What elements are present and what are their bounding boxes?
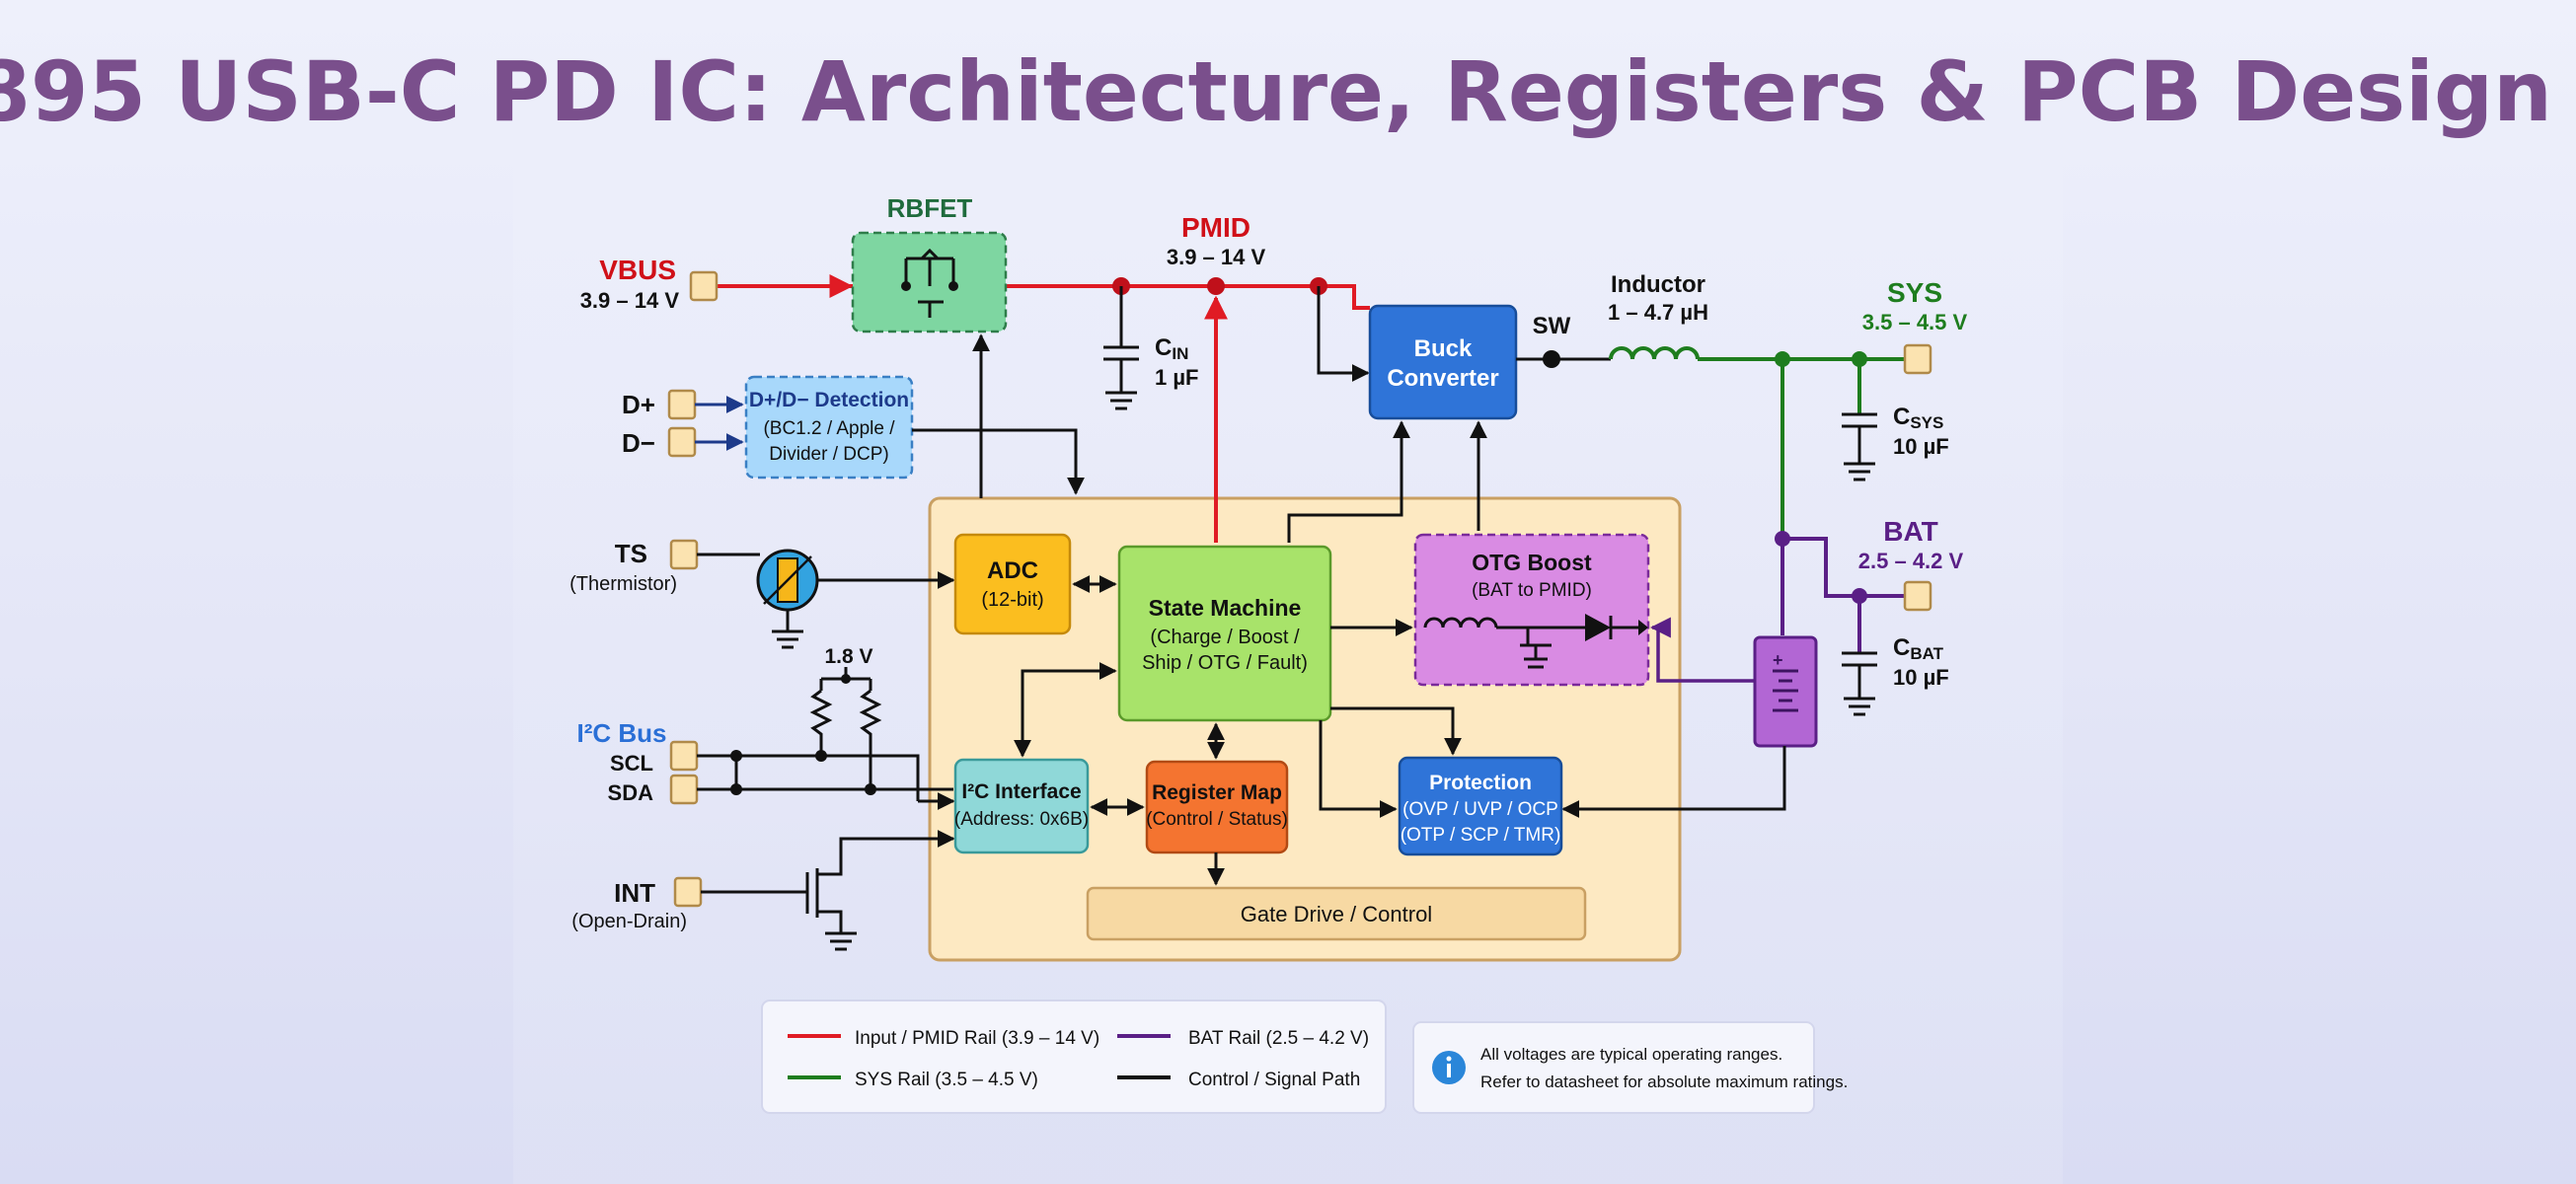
sys-pin[interactable] [1903,343,1932,375]
pmid-label: PMID [1181,212,1250,243]
pullup-voltage: 1.8 V [824,645,872,668]
detection-title: D+/D− Detection [749,389,909,411]
otg-sub: (BAT to PMID) [1472,580,1592,601]
bat-to-protection-wire [1561,746,1786,818]
dp-pin[interactable] [667,389,697,420]
detection-block [744,375,914,480]
cin-capacitor-icon [1103,286,1139,410]
sda-pin[interactable] [669,774,699,805]
cbat-value: 10 µF [1893,665,1949,690]
protection-line2: (OTP / SCP / TMR) [1401,825,1561,846]
ts-sub: (Thermistor) [569,573,677,595]
sys-range: 3.5 – 4.5 V [1862,310,1968,334]
state-line1: (Charge / Boost / [1150,627,1300,648]
battery-plus: + [1773,650,1783,670]
otg-boost-block [1413,533,1650,687]
inductor-value: 1 – 4.7 µH [1608,300,1708,325]
sw-node [1543,350,1560,368]
bat-to-otg-wire [1649,617,1755,683]
i2c-bus-label: I²C Bus [577,718,667,748]
csys-value: 10 µF [1893,434,1949,459]
gate-drive-title: Gate Drive / Control [1241,902,1432,926]
ts-label: TS [615,539,647,568]
gate-drive-block [1086,886,1587,941]
pmid-to-buck-wire [1317,286,1370,382]
sw-label: SW [1533,313,1571,339]
inductor-label: Inductor [1611,271,1705,298]
buck-subtitle: Converter [1387,365,1498,392]
adc-sub: (12-bit) [981,589,1043,611]
int-pin[interactable] [673,876,703,908]
otg-title: OTG Boost [1472,550,1592,575]
state-to-protection-wire [1330,706,1462,756]
protection-block [1398,756,1563,856]
ts-ground-icon [772,629,803,649]
i2c-interface-block [953,758,1090,854]
pmid-range: 3.9 – 14 V [1167,245,1266,269]
vbus-label: VBUS [599,255,676,285]
state-title: State Machine [1149,595,1302,621]
int-label: INT [614,878,655,908]
i2c-state-wire [1014,662,1117,758]
buck-converter-block [1368,304,1518,420]
cin-value: 1 µF [1155,365,1198,390]
inductor-icon [1609,346,1700,360]
legend-item-bat: BAT Rail (2.5 – 4.2 V) [1188,1028,1369,1049]
regmap-sub: (Control / Status) [1146,809,1288,830]
state-to-protection-wire-2 [1319,720,1398,818]
buck-title: Buck [1414,335,1473,362]
cin-label: CIN [1155,334,1188,363]
battery-cells [1773,669,1798,712]
sda-label: SDA [608,780,654,805]
detection-line1: (BC1.2 / Apple / [763,418,895,439]
adc-block [953,533,1072,635]
note-line1: All voltages are typical operating range… [1480,1045,1782,1064]
note-line2: Refer to datasheet for absolute maximum … [1480,1073,1848,1091]
cbat-capacitor-icon [1842,651,1877,716]
csys-label: CSYS [1893,404,1943,432]
scl-pin[interactable] [669,740,699,772]
scl-label: SCL [610,751,653,776]
detection-to-ic-wire [912,428,1085,495]
ts-pin[interactable] [669,539,699,570]
int-sub: (Open-Drain) [571,911,687,932]
rbfet-label: RBFET [887,193,973,223]
csys-capacitor-icon [1842,412,1877,481]
legend-box [761,999,1387,1114]
dm-label: D− [622,428,655,458]
bat-label: BAT [1883,516,1937,547]
protection-line1: (OVP / UVP / OCP [1402,799,1558,820]
dp-label: D+ [622,390,655,419]
state-line2: Ship / OTG / Fault) [1142,652,1308,674]
detection-line2: Divider / DCP) [769,444,888,465]
page-title: BQ25895 USB-C PD IC: Architecture, Regis… [0,43,2576,140]
dm-pin[interactable] [667,426,697,458]
bat-pin[interactable] [1903,580,1932,612]
cbat-label: CBAT [1893,634,1944,663]
note-box [1412,1021,1815,1114]
register-map-block [1145,760,1289,854]
legend-item-signal: Control / Signal Path [1188,1070,1360,1090]
legend-item-input: Input / PMID Rail (3.9 – 14 V) [855,1028,1099,1049]
bat-range: 2.5 – 4.2 V [1858,549,1964,573]
vbus-range: 3.9 – 14 V [580,288,680,313]
i2c-if-sub: (Address: 0x6B) [954,809,1089,830]
sys-rail [1698,357,1905,539]
state-to-buck-wire [1287,420,1410,543]
i2c-if-title: I²C Interface [961,780,1081,803]
vbus-pin[interactable] [689,270,719,302]
state-machine-block [1117,545,1332,722]
sys-label: SYS [1887,277,1942,308]
legend-item-sys: SYS Rail (3.5 – 4.5 V) [855,1070,1038,1090]
info-icon [1432,1051,1466,1084]
regmap-title: Register Map [1152,781,1282,804]
adc-title: ADC [987,557,1038,584]
otg-diode-icon [1585,614,1611,641]
protection-title: Protection [1429,772,1532,794]
open-drain-mosfet-icon [701,837,953,951]
